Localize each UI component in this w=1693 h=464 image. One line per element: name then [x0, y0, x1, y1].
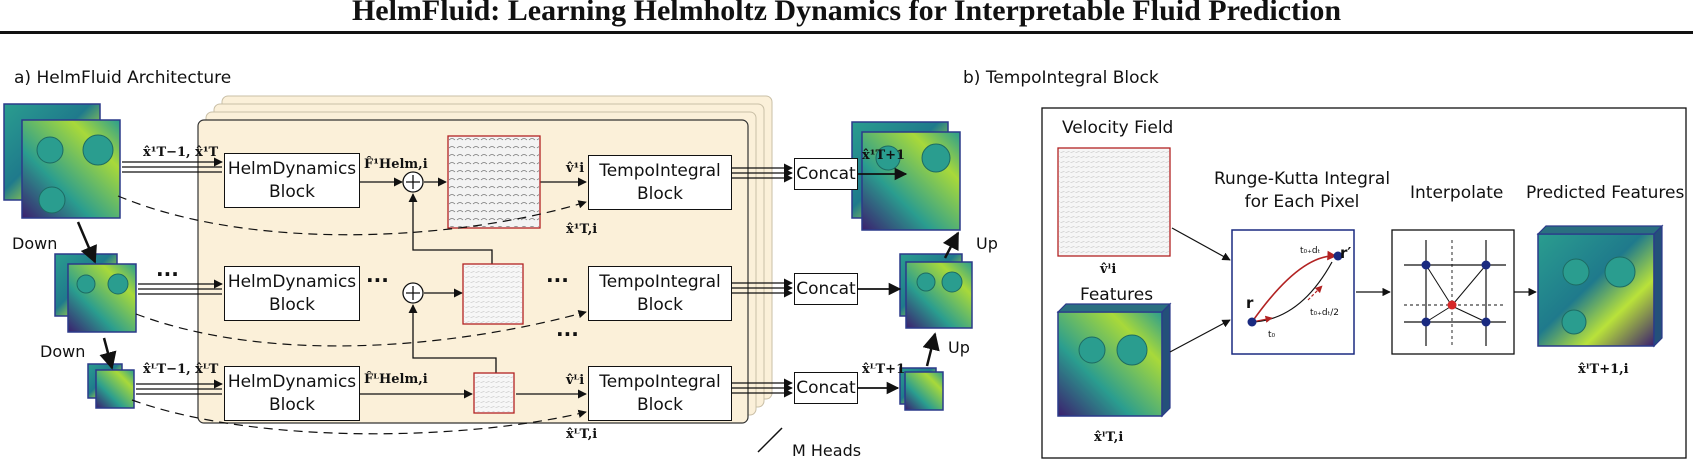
down-label-1: Down: [12, 234, 58, 253]
up-arrow-2: [942, 231, 960, 259]
panel-b-features-math-label: x̂ˡT,i: [1094, 430, 1124, 445]
input-label-bottom: x̂ᴸT−1, x̂ᴸT: [143, 362, 219, 377]
output-cube-level-1: [851, 121, 961, 231]
input-label-top: x̂¹T−1, x̂¹T: [143, 145, 219, 160]
up-label-1: Up: [976, 234, 998, 253]
panel-b-velocity-label: v̂ˡi: [1100, 262, 1117, 277]
velocity-field-level-2: [462, 263, 524, 325]
rk-tend-label: t₀₊dₜ: [1300, 246, 1321, 256]
helm-flow-lines: [360, 177, 587, 399]
runge-kutta-label: Runge-Kutta Integral for Each Pixel: [1214, 169, 1391, 212]
features-label: Features: [1080, 285, 1154, 305]
concat-box-2: Concat: [794, 273, 858, 305]
rk-t0-label: t₀: [1268, 330, 1276, 340]
dots-mid-right: ···: [546, 268, 569, 292]
down-arrow-2: [99, 337, 117, 370]
input-arrows: [122, 157, 223, 395]
interpolate-label: Interpolate: [1410, 183, 1504, 203]
concat-box-1: Concat: [794, 158, 858, 190]
input-cube-level-2: [54, 253, 137, 333]
concat-box-3: Concat: [794, 372, 858, 404]
heads-label: M Heads: [792, 441, 862, 460]
skip-label-bottom: x̂ᴸT,i: [566, 427, 598, 442]
rk-end-point-label: r′: [1340, 244, 1352, 262]
down-arrow-1: [76, 221, 97, 264]
rk-tmid-label: t₀₊dₜ/2: [1310, 308, 1340, 318]
up-label-2: Up: [948, 338, 970, 357]
dots-mid-left: ···: [366, 268, 389, 292]
sum-node-top: [402, 171, 424, 193]
panel-b-predicted-math-label: x̂ˡT+1,i: [1578, 362, 1629, 377]
skip-label-top: x̂¹T,i: [566, 222, 598, 237]
velocity-field-label: Velocity Field: [1062, 118, 1174, 138]
force-label-bottom: F̂ᴸHelm,i: [364, 372, 428, 387]
output-cube-level-3: [899, 367, 944, 411]
interpolate-diagram: [1391, 229, 1515, 355]
predicted-features-cube: [1536, 224, 1664, 348]
helm-dynamics-block-3: HelmDynamics Block: [224, 366, 360, 421]
title-rule: [0, 31, 1693, 34]
force-label-top: F̂¹Helm,i: [364, 157, 428, 172]
output-label-bottom: x̂ᴸT+1: [862, 362, 906, 377]
output-cube-level-2: [899, 253, 973, 329]
concat-output-arrows: [858, 167, 908, 395]
features-cube: [1056, 302, 1172, 418]
dots-lower: ···: [556, 322, 579, 346]
tempo-integral-block-3: TempoIntegral Block: [588, 366, 732, 421]
rk-start-point-label: r: [1246, 294, 1254, 312]
dots-left: ···: [156, 262, 179, 286]
figure-title: HelmFluid: Learning Helmholtz Dynamics f…: [351, 0, 1342, 27]
velocity-label-top: v̂¹i: [566, 161, 585, 176]
velocity-field-image: [1057, 147, 1171, 257]
heads-indicator: [757, 427, 783, 453]
helm-dynamics-block-2: HelmDynamics Block: [224, 266, 360, 321]
down-label-2: Down: [40, 342, 86, 361]
sum-node-middle: [402, 282, 424, 304]
runge-kutta-diagram: [1231, 229, 1355, 355]
helm-dynamics-block-1: HelmDynamics Block: [224, 153, 360, 208]
up-arrow-1: [922, 332, 940, 367]
panel-b-label: b) TempoIntegral Block: [963, 68, 1159, 88]
tempo-concat-arrows: [732, 163, 793, 398]
input-cube-level-1: [3, 103, 121, 219]
panel-b-frame: [1041, 107, 1687, 459]
velocity-field-level-1: [447, 135, 541, 229]
velocity-label-bottom: v̂ᴸi: [566, 373, 585, 388]
input-cube-level-3: [87, 363, 135, 409]
velocity-field-level-3: [473, 372, 515, 414]
skip-connections: [117, 195, 587, 435]
predicted-features-label: Predicted Features: [1526, 183, 1685, 203]
output-label-top: x̂¹T+1: [862, 148, 906, 163]
panel-b-arrows: [1169, 227, 1537, 353]
panel-a-label: a) HelmFluid Architecture: [14, 68, 232, 88]
tempo-integral-block-1: TempoIntegral Block: [588, 155, 732, 210]
tempo-integral-block-2: TempoIntegral Block: [588, 266, 732, 321]
